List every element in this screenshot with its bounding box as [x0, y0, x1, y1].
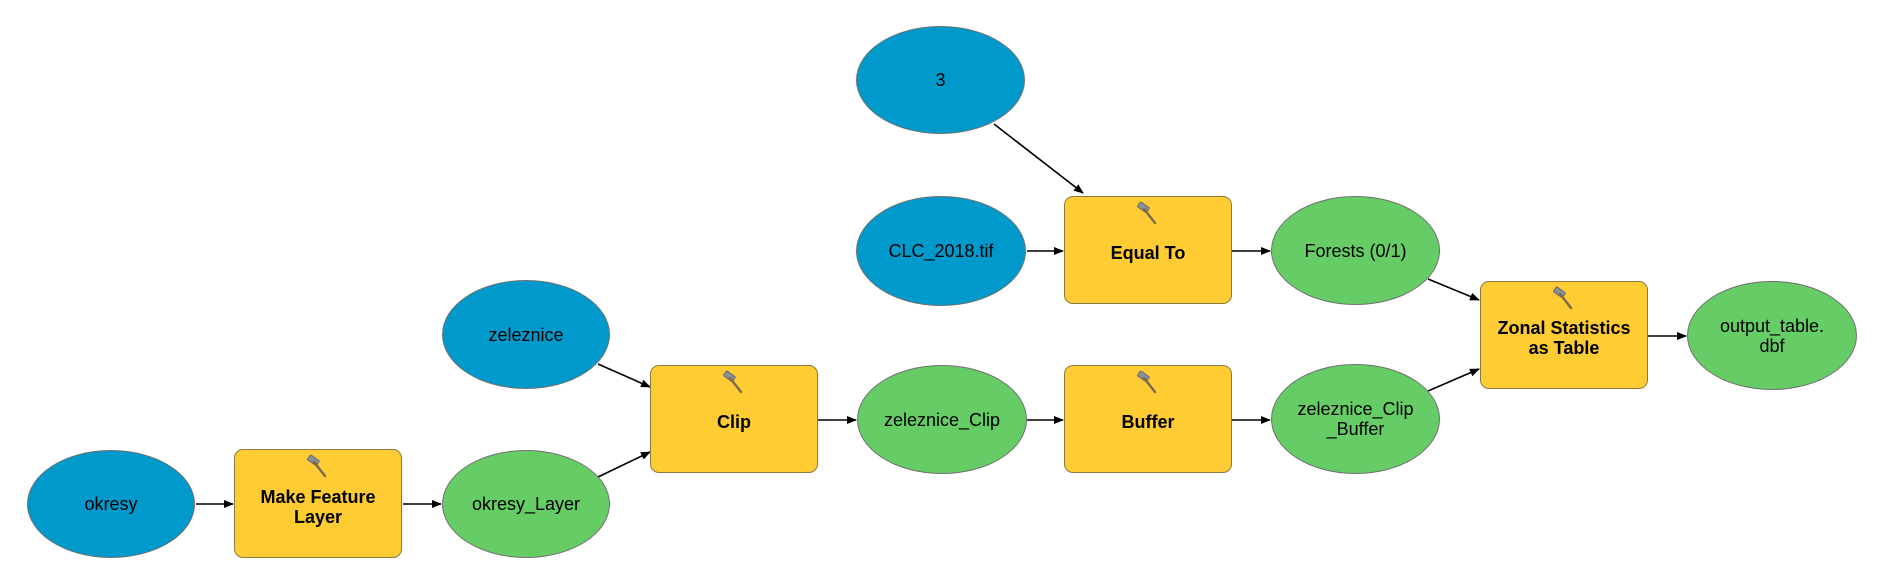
- tool-buffer-label: Buffer: [1121, 412, 1175, 432]
- input-value-3-label: 3: [935, 70, 946, 90]
- tool-buffer[interactable]: Buffer: [1064, 365, 1232, 473]
- connector-okresy-layer-to-clip: [597, 451, 651, 478]
- output-okresy-layer-label: okresy_Layer: [471, 494, 581, 514]
- tool-zonal-statistics-label: Zonal Statistics as Table: [1497, 318, 1631, 358]
- output-zeleznice-clip-buffer-label: zeleznice_Clip _Buffer: [1297, 399, 1414, 439]
- output-table-dbf-label: output_table. dbf: [1719, 315, 1825, 356]
- output-zeleznice-clip-buffer[interactable]: zeleznice_Clip _Buffer: [1271, 364, 1440, 474]
- tool-make-feature-layer[interactable]: Make Feature Layer: [234, 449, 402, 558]
- input-zeleznice[interactable]: zeleznice: [442, 280, 610, 389]
- connector-zeleznice-to-clip: [597, 363, 651, 388]
- connector-value-3-to-equal-to: [993, 123, 1084, 194]
- input-zeleznice-label: zeleznice: [488, 324, 564, 345]
- output-forests[interactable]: Forests (0/1): [1271, 196, 1440, 305]
- connector-zeleznice-clip-buffer-to-zonal-stats: [1427, 368, 1480, 392]
- hammer-icon: [723, 370, 743, 394]
- hammer-icon: [1137, 370, 1157, 394]
- tool-make-feature-layer-label: Make Feature Layer: [260, 486, 376, 527]
- output-zeleznice-clip-label: zeleznice_Clip: [883, 409, 1001, 430]
- output-zeleznice-clip[interactable]: zeleznice_Clip: [857, 365, 1027, 474]
- tool-equal-to[interactable]: Equal To: [1064, 196, 1232, 304]
- tool-clip[interactable]: Clip: [650, 365, 818, 473]
- input-okresy-label: okresy: [84, 494, 138, 514]
- input-value-3[interactable]: 3: [856, 26, 1025, 134]
- input-clc-2018[interactable]: CLC_2018.tif: [856, 196, 1026, 306]
- output-table-dbf[interactable]: output_table. dbf: [1687, 281, 1857, 390]
- input-clc-2018-label: CLC_2018.tif: [888, 241, 994, 261]
- connector-forests-to-zonal-stats: [1427, 278, 1480, 301]
- hammer-icon: [1137, 201, 1157, 225]
- output-okresy-layer[interactable]: okresy_Layer: [442, 450, 610, 558]
- tool-clip-label: Clip: [717, 412, 751, 432]
- output-forests-label: Forests (0/1): [1304, 240, 1407, 261]
- tool-zonal-statistics[interactable]: Zonal Statistics as Table: [1480, 281, 1648, 389]
- input-okresy[interactable]: okresy: [27, 450, 195, 558]
- hammer-icon: [1553, 286, 1573, 310]
- tool-equal-to-label: Equal To: [1110, 243, 1186, 263]
- hammer-icon: [307, 454, 327, 478]
